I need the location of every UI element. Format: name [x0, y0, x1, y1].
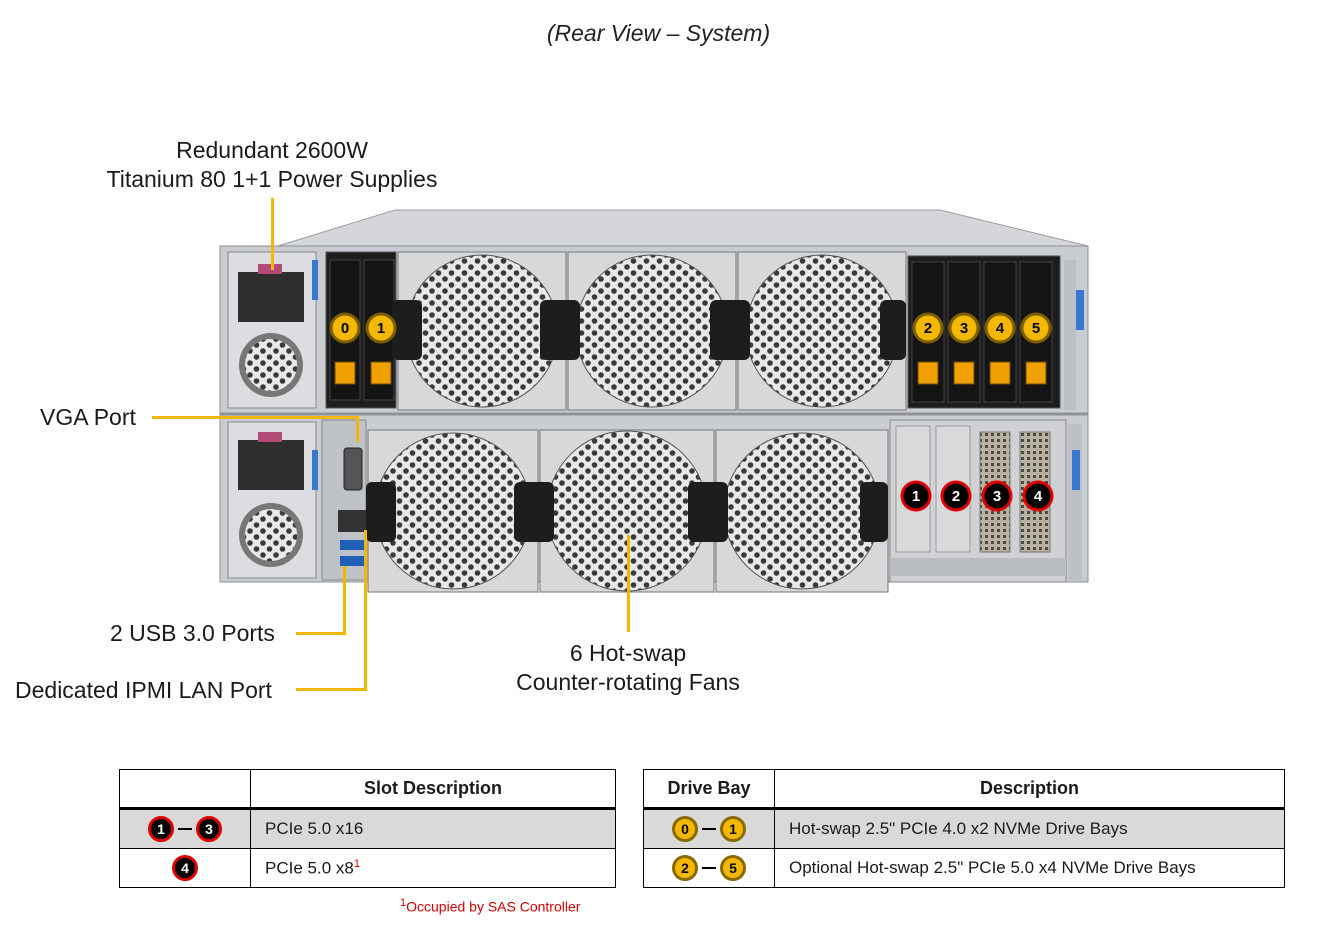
drive-latch-2: [917, 361, 939, 385]
footnote-mark: 1: [400, 897, 407, 909]
svg-text:2: 2: [952, 488, 960, 505]
usb-leader-v: [343, 566, 346, 635]
fan-2: [567, 251, 737, 411]
usb-leader-h: [296, 632, 346, 635]
vga-leader-h: [152, 416, 358, 419]
slot-desc-cell: PCIe 5.0 x81: [250, 848, 616, 888]
drive-latch-0: [334, 361, 356, 385]
pcie-slot-badge-1: 1: [900, 480, 932, 512]
fan-1: [397, 251, 567, 411]
fans-leader: [627, 535, 630, 632]
drive-badge: 0: [672, 816, 698, 842]
pcie-slot-badge-4: 4: [1022, 480, 1054, 512]
psu-top: [227, 251, 317, 409]
svg-text:1: 1: [377, 320, 385, 337]
svg-text:2: 2: [924, 320, 932, 337]
drive-desc-cell: Optional Hot-swap 2.5" PCIe 5.0 x4 NVMe …: [774, 848, 1285, 888]
pcie-slot-badge-2: 2: [940, 480, 972, 512]
drive-latch-3: [953, 361, 975, 385]
slot-desc-cell: PCIe 5.0 x16: [250, 808, 616, 849]
slot-footnote: 1Occupied by SAS Controller: [400, 897, 580, 915]
fans-callout: 6 Hot-swap Counter-rotating Fans: [480, 639, 776, 697]
table-row: 4 PCIe 5.0 x81: [119, 848, 616, 888]
drive-bay-badge-1: 1: [365, 312, 397, 344]
fan-4: [367, 429, 539, 593]
drive-bay-badge-5: 5: [1020, 312, 1052, 344]
drive-table-header-icon: Drive Bay: [643, 769, 775, 810]
footnote-ref: 1: [353, 857, 360, 870]
page-title: (Rear View – System): [546, 20, 771, 46]
drive-badge: 5: [720, 855, 746, 881]
drive-badge: 2: [672, 855, 698, 881]
svg-text:4: 4: [1034, 488, 1043, 505]
slot-desc-text: PCIe 5.0 x8: [265, 858, 354, 878]
usb-callout: 2 USB 3.0 Ports: [110, 620, 275, 646]
fan-6: [715, 429, 889, 593]
drive-table-header-desc: Description: [774, 769, 1285, 810]
fans-callout-line2: Counter-rotating Fans: [516, 669, 740, 695]
svg-text:1: 1: [912, 488, 920, 505]
svg-text:3: 3: [960, 320, 968, 337]
psu-callout-line1: Redundant 2600W: [176, 137, 368, 163]
vga-callout: VGA Port: [40, 404, 136, 430]
svg-text:5: 5: [1032, 320, 1040, 337]
slot-table-header-icon: [119, 769, 251, 810]
drive-bay-badge-4: 4: [984, 312, 1016, 344]
svg-text:3: 3: [993, 488, 1001, 505]
slot-badge: 3: [196, 816, 222, 842]
drive-desc-cell: Hot-swap 2.5" PCIe 4.0 x2 NVMe Drive Bay…: [774, 808, 1285, 849]
vga-leader-v: [356, 416, 359, 442]
ipmi-leader-v: [364, 530, 367, 691]
svg-text:4: 4: [996, 320, 1005, 337]
drive-latch-4: [989, 361, 1011, 385]
svg-text:0: 0: [341, 320, 349, 337]
chassis-top: [277, 209, 1089, 247]
psu-callout-line2: Titanium 80 1+1 Power Supplies: [106, 166, 438, 192]
footnote-text: Occupied by SAS Controller: [406, 898, 581, 915]
slot-badge: 1: [148, 816, 174, 842]
psu-bottom: [227, 421, 317, 579]
drive-latch-5: [1025, 361, 1047, 385]
slot-badge: 4: [172, 855, 198, 881]
fans-callout-line1: 6 Hot-swap: [569, 640, 687, 666]
drive-latch-1: [370, 361, 392, 385]
ipmi-leader-h: [296, 688, 367, 691]
slot-table-header-desc: Slot Description: [250, 769, 616, 810]
ipmi-callout: Dedicated IPMI LAN Port: [15, 677, 272, 703]
psu-leader: [271, 198, 274, 270]
slot-range-cell: 4: [119, 848, 251, 888]
drive-bay-badge-2: 2: [912, 312, 944, 344]
drive-badge: 1: [720, 816, 746, 842]
psu-callout: Redundant 2600W Titanium 80 1+1 Power Su…: [80, 136, 464, 194]
pcie-slot-badge-3: 3: [981, 480, 1013, 512]
drive-bay-badge-3: 3: [948, 312, 980, 344]
drive-bay-badge-0: 0: [329, 312, 361, 344]
